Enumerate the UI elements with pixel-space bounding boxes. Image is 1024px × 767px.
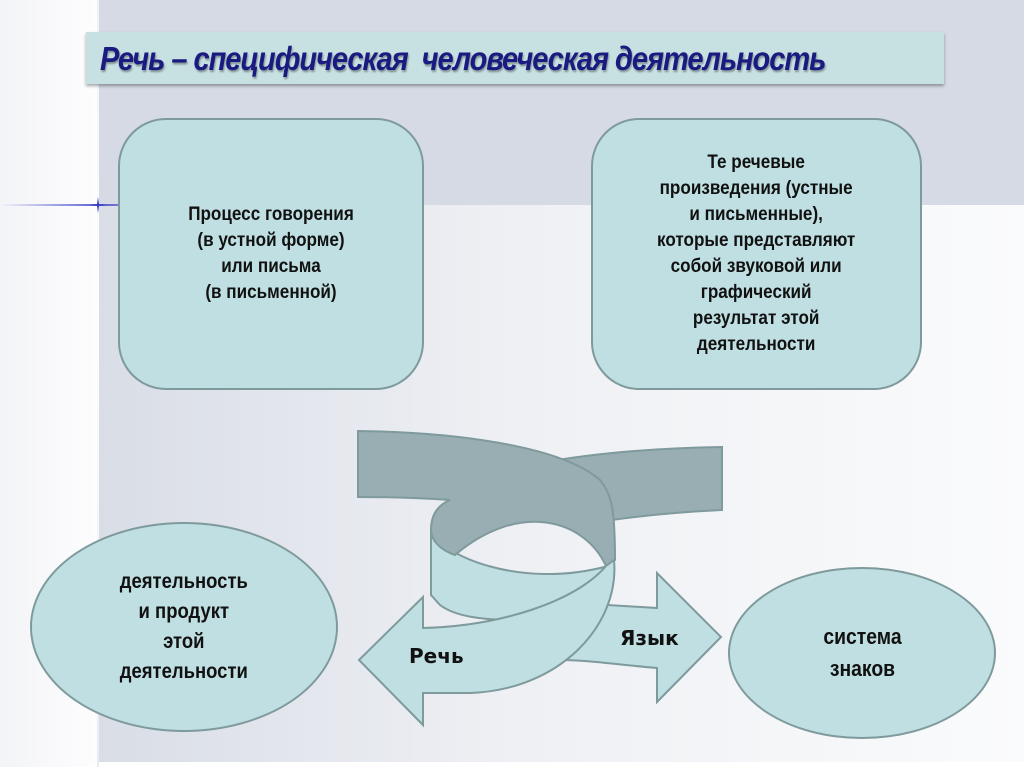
ribbon-back-right — [537, 445, 723, 522]
activity-product-text: деятельность и продукт этой деятельности — [119, 570, 249, 683]
result-box-text: Те речевые произведения (устные и письме… — [657, 152, 856, 355]
slide-title: Речь – специфическая человеческая деятел… — [100, 40, 826, 77]
ribbon-back-left — [357, 429, 617, 568]
process-box: Процесс говорения (в устной форме) или п… — [118, 118, 424, 390]
speech-arrow-label: Речь — [409, 644, 464, 668]
title-bar: Речь – специфическая человеческая деятел… — [86, 32, 944, 84]
left-arrow — [357, 558, 616, 728]
sign-system-text: система знаков — [822, 624, 902, 681]
activity-product-circle: деятельность и продукт этой деятельности — [30, 522, 338, 732]
result-box: Те речевые произведения (устные и письме… — [591, 118, 922, 390]
sparkle-icon — [90, 197, 106, 213]
decorative-vertical-line — [97, 0, 99, 767]
process-box-text: Процесс говорения (в устной форме) или п… — [188, 204, 354, 303]
language-arrow-label: Язык — [620, 626, 679, 650]
sign-system-circle: система знаков — [728, 567, 996, 739]
